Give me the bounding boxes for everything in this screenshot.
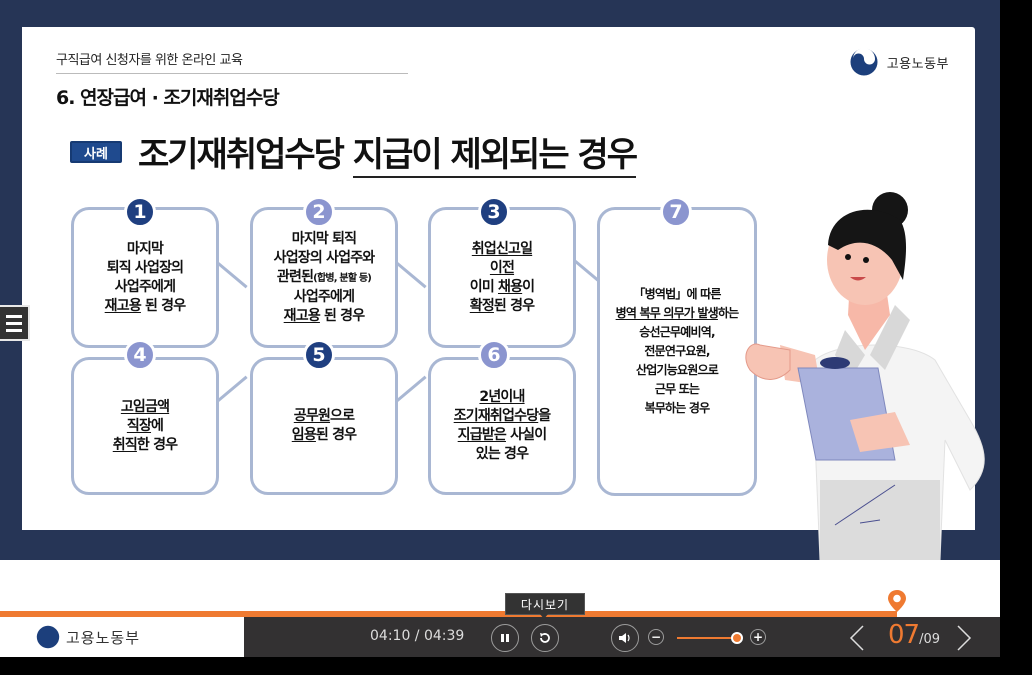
- volume-knob[interactable]: [731, 632, 743, 644]
- location-pin-icon[interactable]: [887, 589, 907, 613]
- case-number-badge: 5: [303, 339, 335, 371]
- connector: [394, 375, 427, 404]
- slide-frame: 구직급여 신청자를 위한 온라인 교육 6. 연장급여 · 조기재취업수당 고용…: [0, 0, 1000, 560]
- replay-button[interactable]: [531, 624, 559, 652]
- case-card-6: 2년이내 조기재취업수당을 지급받은 사실이 있는 경우: [428, 357, 576, 495]
- speaker-icon: [619, 633, 630, 643]
- case-card-4: 고임금액 직장에 취직한 경우: [71, 357, 219, 495]
- chevron-right-icon[interactable]: [955, 623, 973, 653]
- slide-content: 구직급여 신청자를 위한 온라인 교육 6. 연장급여 · 조기재취업수당 고용…: [22, 27, 975, 530]
- case-card-5: 공무원으로 임용된 경우: [250, 357, 398, 495]
- time-display: 04:10 / 04:39: [370, 628, 465, 644]
- ministry-logo: 고용노동부: [848, 47, 949, 77]
- chevron-left-icon[interactable]: [848, 623, 866, 653]
- progress-fill: [0, 611, 897, 617]
- volume-slider[interactable]: [677, 637, 737, 639]
- headline: 조기재취업수당 지급이 제외되는 경우: [138, 127, 638, 178]
- plus-icon: +: [752, 630, 764, 644]
- total-pages: /09: [919, 632, 941, 647]
- case-number-badge: 7: [660, 196, 692, 228]
- connector: [215, 375, 248, 404]
- progress-area: [0, 560, 1000, 611]
- case-number-badge: 1: [124, 196, 156, 228]
- case-number-badge: 6: [478, 339, 510, 371]
- volume-up-button[interactable]: +: [750, 629, 766, 645]
- case-card-2: 마지막 퇴직 사업장의 사업주와 관련된(합병, 분할 등) 사업주에게 재고용…: [250, 207, 398, 348]
- volume-down-button[interactable]: −: [648, 629, 664, 645]
- player-controlbar: 고용노동부 04:10 / 04:39 − + 07/09: [0, 617, 1000, 657]
- section-title: 6. 연장급여 · 조기재취업수당: [56, 87, 280, 109]
- replay-tooltip: 다시보기: [505, 593, 585, 619]
- pause-icon: [501, 634, 509, 642]
- taeguk-emblem-icon: [36, 625, 60, 649]
- hamburger-icon: [6, 314, 22, 318]
- letterbox: [0, 657, 1032, 675]
- case-number-badge: 2: [303, 196, 335, 228]
- headline-part2: 지급이 제외되는 경우: [352, 135, 638, 178]
- brand-area: 고용노동부: [0, 617, 244, 657]
- current-page: 07: [888, 620, 920, 650]
- presenter-illustration: [745, 192, 985, 560]
- case-number-badge: 3: [478, 196, 510, 228]
- pause-button[interactable]: [491, 624, 519, 652]
- total-time: 04:39: [423, 628, 465, 644]
- case-badge: 사례: [70, 141, 122, 163]
- course-title: 구직급여 신청자를 위한 온라인 교육: [56, 53, 243, 68]
- connector: [394, 260, 427, 289]
- taeguk-emblem-icon: [848, 47, 879, 77]
- connector: [215, 260, 248, 289]
- current-time: 04:10: [370, 628, 411, 644]
- headline-part1: 조기재취업수당: [138, 135, 353, 175]
- divider: [56, 73, 408, 74]
- case-card-3: 취업신고일 이전 이미 채용이 확정된 경우: [428, 207, 576, 348]
- page-indicator: 07/09: [888, 620, 940, 650]
- ministry-name: 고용노동부: [886, 56, 949, 72]
- brand-name: 고용노동부: [66, 628, 141, 647]
- case-number-badge: 4: [124, 339, 156, 371]
- case-card-1: 마지막 퇴직 사업장의 사업주에게 재고용 된 경우: [71, 207, 219, 348]
- minus-icon: −: [650, 630, 662, 644]
- volume-button[interactable]: [611, 624, 639, 652]
- menu-button[interactable]: [0, 305, 30, 341]
- replay-icon: [540, 633, 550, 643]
